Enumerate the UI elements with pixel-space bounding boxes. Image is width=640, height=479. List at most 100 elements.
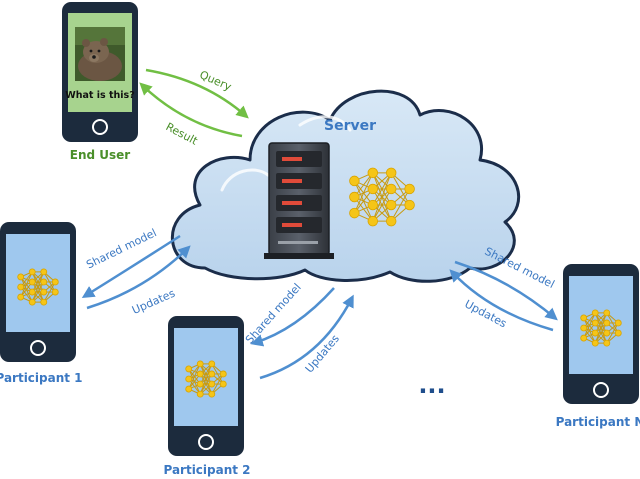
network-node	[40, 298, 48, 306]
neural-network-icon	[185, 360, 227, 398]
end-user-screen-text: What is this?	[65, 90, 134, 101]
server-label: Server	[324, 118, 376, 134]
network-node	[208, 380, 216, 388]
network-node	[367, 199, 379, 211]
network-node	[196, 380, 204, 388]
network-node	[349, 191, 360, 203]
neural-network-icon	[349, 167, 415, 227]
network-node	[591, 329, 599, 337]
network-edge	[594, 312, 608, 334]
network-edge	[594, 322, 608, 344]
network-node	[591, 319, 599, 327]
network-node	[28, 268, 36, 276]
participant-2-phone	[168, 316, 244, 456]
participant-n-shared-model-arrow	[454, 260, 558, 321]
network-node	[219, 380, 227, 388]
network-node	[28, 298, 36, 306]
network-edge	[199, 363, 213, 395]
network-edge	[583, 312, 596, 339]
participant-2-shared-model-arrow	[250, 287, 335, 347]
network-node	[367, 215, 379, 227]
participant-n-updates-arrow	[449, 269, 554, 332]
network-edge	[199, 363, 213, 385]
network-node	[367, 167, 379, 179]
network-node	[591, 309, 599, 317]
network-edge	[594, 312, 608, 344]
network-node	[28, 278, 36, 286]
home-button-icon	[198, 434, 214, 450]
network-node	[208, 370, 216, 378]
network-node	[580, 314, 588, 322]
participant-1-shared-model-arrow	[81, 234, 181, 298]
network-node	[208, 390, 216, 398]
network-node	[603, 309, 611, 317]
query-label: Query	[198, 68, 234, 94]
network-node	[385, 199, 397, 211]
network-node	[603, 329, 611, 337]
network-node	[185, 365, 193, 373]
network-node	[208, 360, 216, 368]
participant-1-updates-arrow	[86, 245, 191, 310]
network-edge	[31, 281, 45, 303]
network-node	[614, 329, 622, 337]
neural-network-icon	[17, 268, 59, 306]
participant-1-shared-model-label: Shared model	[84, 226, 158, 271]
network-node	[17, 293, 25, 301]
more-participants-ellipsis: ...	[418, 371, 445, 399]
network-edge	[31, 271, 45, 303]
network-node	[367, 183, 379, 195]
server-cloud	[171, 89, 521, 283]
participant-n-phone	[563, 264, 639, 404]
network-node	[603, 339, 611, 347]
participant-n-shared-model-label: Shared model	[483, 245, 557, 291]
network-node	[40, 288, 48, 296]
phone-screen	[569, 276, 633, 374]
network-node	[28, 288, 36, 296]
network-edge	[43, 281, 56, 303]
network-node	[385, 215, 397, 227]
network-node	[580, 324, 588, 332]
network-node	[17, 273, 25, 281]
network-node	[349, 207, 360, 219]
network-edge	[188, 363, 201, 390]
network-node	[614, 319, 622, 327]
participant-1-label: Participant 1	[0, 371, 83, 385]
network-edge	[606, 322, 619, 344]
network-edge	[211, 373, 224, 395]
network-edge	[353, 172, 374, 214]
network-edge	[372, 188, 392, 222]
network-edge	[20, 271, 33, 298]
network-node	[40, 268, 48, 276]
network-node	[185, 385, 193, 393]
network-node	[51, 288, 59, 296]
network-node	[219, 370, 227, 378]
result-label: Result	[164, 120, 201, 148]
end-user-phone: What is this?	[62, 2, 138, 142]
server-rack-icon	[264, 142, 334, 259]
network-edge	[199, 373, 213, 395]
network-node	[580, 334, 588, 342]
end-user-label: End User	[70, 148, 131, 162]
network-node	[404, 183, 415, 195]
query-arrow	[145, 68, 249, 119]
network-node	[603, 319, 611, 327]
bear-photo-icon	[75, 27, 125, 81]
network-node	[591, 339, 599, 347]
phone-screen	[174, 328, 238, 426]
neural-network-icon	[580, 309, 622, 347]
network-node	[17, 283, 25, 291]
network-node	[185, 375, 193, 383]
participant-n-updates-label: Updates	[462, 297, 509, 330]
phone-screen	[6, 234, 70, 332]
network-edge	[390, 188, 411, 222]
network-node	[349, 175, 360, 187]
network-node	[404, 199, 415, 211]
home-button-icon	[92, 119, 108, 135]
result-arrow	[139, 82, 243, 138]
participant-2-updates-arrow	[259, 294, 354, 380]
network-node	[196, 390, 204, 398]
network-node	[40, 278, 48, 286]
participant-n-label: Participant N	[556, 415, 640, 429]
